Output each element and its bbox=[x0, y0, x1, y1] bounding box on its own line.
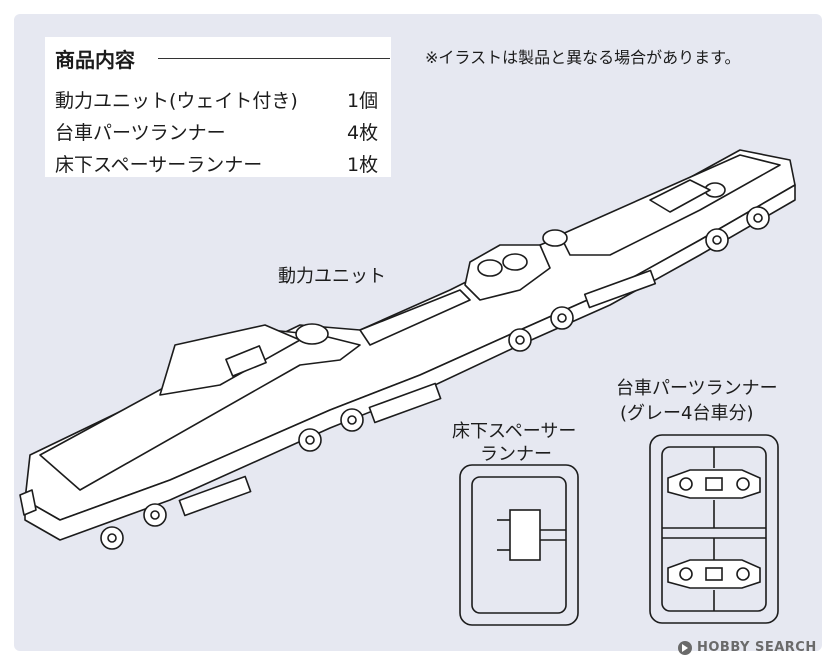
label-spacer-runner-line1: 床下スペーサー bbox=[452, 421, 577, 442]
illustration-note: ※イラストは製品と異なる場合があります。 bbox=[425, 48, 741, 67]
power-unit-drawing bbox=[19, 149, 796, 541]
label-bogie-runner-line2: (グレー4台車分) bbox=[620, 403, 754, 424]
contents-box bbox=[45, 37, 391, 177]
contents-title-rule bbox=[158, 58, 390, 59]
item-qty-power-unit: 1個 bbox=[347, 90, 379, 112]
bogie-runner-drawing bbox=[649, 434, 779, 624]
item-qty-spacer-runner: 1枚 bbox=[347, 154, 379, 176]
hobbysearch-logo-icon bbox=[678, 641, 692, 655]
item-name-power-unit: 動力ユニット(ウェイト付き) bbox=[55, 90, 298, 112]
spacer-runner-drawing bbox=[459, 464, 579, 626]
label-bogie-runner-line1: 台車パーツランナー bbox=[616, 378, 778, 399]
item-qty-bogie-runner: 4枚 bbox=[347, 122, 379, 144]
watermark-text: HOBBY SEARCH bbox=[697, 640, 817, 655]
contents-title: 商品内容 bbox=[55, 48, 135, 72]
item-name-bogie-runner: 台車パーツランナー bbox=[55, 122, 226, 144]
label-spacer-runner-line2: ランナー bbox=[480, 444, 552, 465]
wheel-set bbox=[100, 206, 770, 550]
label-power-unit: 動力ユニット bbox=[278, 266, 386, 287]
item-name-spacer-runner: 床下スペーサーランナー bbox=[55, 154, 263, 176]
